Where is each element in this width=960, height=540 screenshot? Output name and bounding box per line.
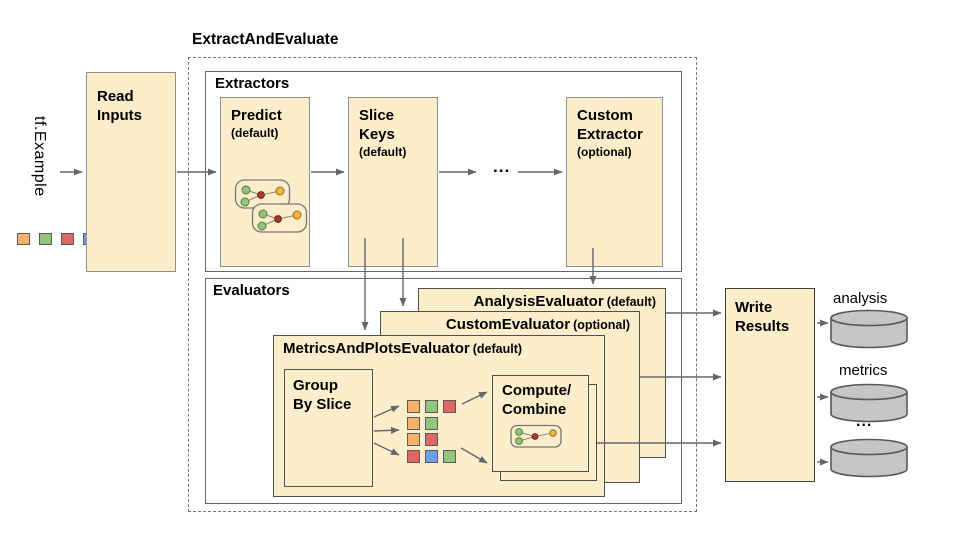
read-inputs-title: Read Inputs	[97, 88, 142, 124]
custom-evaluator-qualifier: (optional)	[573, 318, 630, 332]
compute-combine-box: Compute/ Combine	[492, 375, 589, 472]
tf-example-label: tf.Example	[31, 116, 48, 197]
green-square	[443, 449, 456, 463]
read-inputs-box: Read Inputs	[86, 72, 176, 272]
analysis-output-label: analysis	[833, 290, 888, 307]
custom-extractor-box: Custom Extractor (optional)	[566, 97, 663, 267]
compute-combine-title: Compute/ Combine	[502, 382, 572, 418]
slice-squares-row	[407, 416, 461, 430]
slice-squares-row	[407, 400, 461, 413]
custom-evaluator-name: CustomEvaluator	[445, 316, 571, 333]
evaluators-box: Evaluators	[205, 278, 682, 504]
red-square	[407, 449, 420, 463]
analysis-database-cylinder-icon	[830, 309, 908, 349]
group-by-slice-title: Group By Slice	[293, 377, 352, 413]
metrics-and-plots-evaluator-name: MetricsAndPlotsEvaluator	[283, 340, 470, 357]
slice-squares-row	[407, 433, 461, 446]
write-results-box: Write Results	[725, 288, 815, 482]
slice-keys-title: Slice Keys	[359, 107, 395, 143]
extractors-label: Extractors	[215, 75, 290, 92]
red-square	[425, 433, 438, 446]
page-title: ExtractAndEvaluate	[192, 31, 339, 48]
outputs-ellipsis: ...	[856, 413, 873, 430]
orange-square	[407, 416, 420, 430]
red-square	[443, 400, 456, 413]
slice-keys-extractor-box: Slice Keys (default)	[348, 97, 438, 267]
evaluators-label: Evaluators	[213, 282, 290, 299]
predict-qualifier: (default)	[231, 125, 279, 140]
compute-graph-icon	[510, 424, 562, 448]
predict-graph-icon	[234, 179, 308, 233]
metrics-output-label: metrics	[839, 362, 888, 379]
custom-extractor-qualifier: (optional)	[577, 144, 632, 159]
green-square	[39, 233, 52, 245]
custom-extractor-title: Custom Extractor	[577, 107, 643, 143]
metrics-database-cylinder-icon	[830, 383, 908, 423]
orange-square	[407, 400, 420, 413]
orange-square	[407, 433, 420, 446]
analysis-evaluator-name: AnalysisEvaluator	[473, 293, 604, 310]
extract-and-evaluate-container	[188, 57, 697, 512]
more-outputs-database-cylinder-icon	[830, 438, 908, 478]
red-square	[61, 233, 74, 245]
analysis-evaluator-qualifier: (default)	[606, 295, 656, 309]
slice-keys-qualifier: (default)	[359, 144, 407, 159]
orange-square	[17, 233, 30, 245]
blue-square	[425, 449, 438, 463]
green-square	[425, 416, 438, 430]
write-results-title: Write Results	[735, 299, 790, 335]
extractors-ellipsis: ...	[493, 157, 511, 176]
sliced-data-squares-grid	[407, 400, 461, 463]
predict-title: Predict	[231, 107, 282, 124]
metrics-and-plots-evaluator-qualifier: (default)	[472, 342, 523, 356]
group-by-slice-box: Group By Slice	[284, 369, 373, 487]
green-square	[425, 400, 438, 413]
slice-squares-row	[407, 449, 461, 463]
